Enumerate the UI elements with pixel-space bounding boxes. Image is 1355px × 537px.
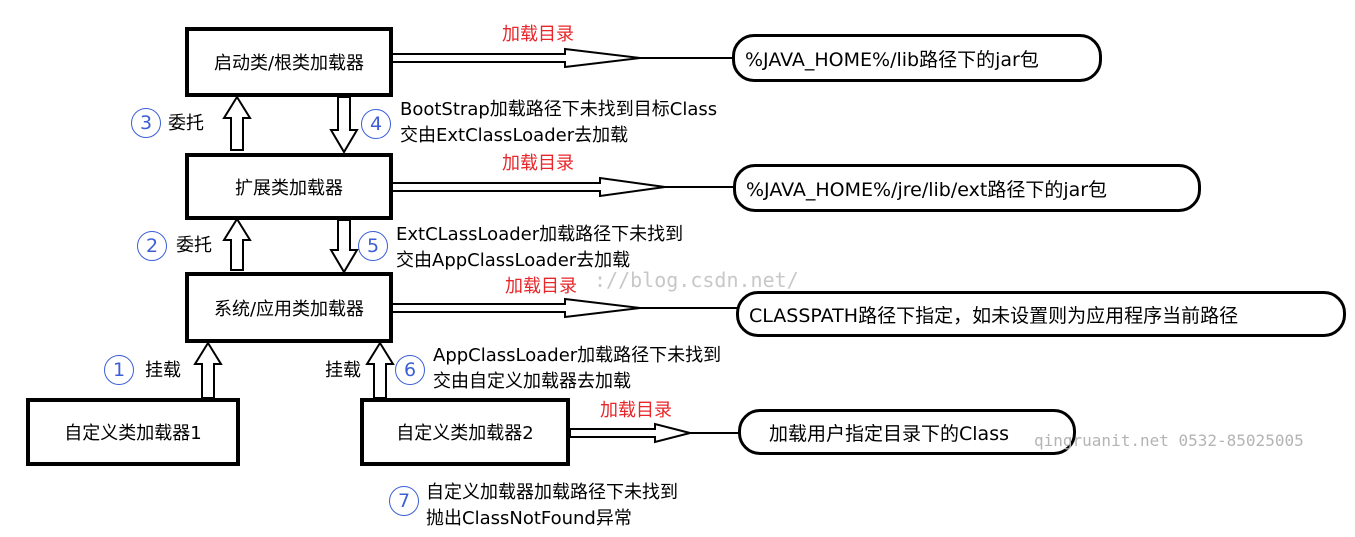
step-1-text: 挂载 (145, 360, 181, 381)
arrow-right-bootstrap (389, 47, 641, 69)
load-dir-label-app: 加载目录 (505, 276, 577, 297)
step-2-text: 委托 (176, 235, 212, 256)
ext-loader-label: 扩展类加载器 (235, 177, 343, 199)
step-7-line1: 自定义加载器加载路径下未找到 (426, 482, 678, 503)
arrow-up-1 (193, 341, 223, 399)
custom2-dir-text: 加载用户指定目录下的Class (769, 422, 1009, 445)
blog-watermark: ://blog.csdn.net/ (594, 268, 799, 292)
step-4-line2: 交由ExtClassLoader去加载 (400, 125, 629, 146)
bootstrap-loader-label: 启动类/根类加载器 (213, 53, 365, 74)
step-6-badge: 6 (395, 355, 425, 385)
custom-loader-1-label: 自定义类加载器1 (64, 423, 202, 444)
step-6-line1: AppClassLoader加载路径下未找到 (433, 345, 722, 366)
app-loader-label: 系统/应用类加载器 (213, 298, 365, 320)
ext-dir-oval: %JAVA_HOME%/jre/lib/ext路径下的jar包 (733, 164, 1201, 212)
bootstrap-dir-text: %JAVA_HOME%/lib路径下的jar包 (745, 48, 1039, 71)
arrow-up-2 (222, 217, 252, 271)
arrow-right-app (389, 297, 641, 319)
step-6-line2: 交由自定义加载器去加载 (433, 371, 631, 392)
mount-label-custom2: 挂载 (325, 360, 361, 381)
ext-dir-text: %JAVA_HOME%/jre/lib/ext路径下的jar包 (746, 178, 1108, 201)
arrow-up-mount2 (365, 341, 395, 399)
app-loader-box: 系统/应用类加载器 (185, 272, 393, 343)
step-3-text: 委托 (168, 113, 204, 134)
ext-loader-box: 扩展类加载器 (185, 153, 393, 220)
custom-loader-2-box: 自定义类加载器2 (360, 398, 570, 466)
step-7-badge: 7 (389, 486, 419, 516)
arrow-down-4 (329, 96, 359, 154)
arrow-down-5 (329, 219, 359, 274)
custom-loader-2-label: 自定义类加载器2 (396, 423, 534, 444)
step-4-line1: BootStrap加载路径下未找到目标Class (400, 99, 718, 120)
step-4-badge: 4 (361, 109, 391, 139)
load-dir-label-ext: 加载目录 (502, 153, 574, 174)
step-1-badge: 1 (104, 355, 134, 385)
step-5-line2: 交由AppClassLoader去加载 (396, 250, 631, 271)
step-2-badge: 2 (137, 231, 167, 261)
custom2-dir-oval: 加载用户指定目录下的Class (738, 409, 1076, 455)
arrow-up-3 (222, 95, 252, 151)
arrow-right-ext (389, 176, 666, 198)
bootstrap-loader-box: 启动类/根类加载器 (185, 27, 393, 97)
step-7-line2: 抛出ClassNotFound异常 (426, 508, 632, 529)
load-dir-label-custom2: 加载目录 (600, 400, 672, 421)
bootstrap-dir-oval: %JAVA_HOME%/lib路径下的jar包 (732, 34, 1102, 82)
app-dir-oval: CLASSPATH路径下指定，如未设置则为应用程序当前路径 (736, 291, 1346, 337)
contact-watermark: qingruanit.net 0532-85025005 (1034, 431, 1304, 450)
step-5-line1: ExtCLassLoader加载路径下未找到 (396, 224, 684, 245)
load-dir-label-bootstrap: 加载目录 (502, 24, 574, 45)
arrow-right-custom2 (569, 422, 691, 444)
custom-loader-1-box: 自定义类加载器1 (26, 398, 240, 466)
app-dir-text: CLASSPATH路径下指定，如未设置则为应用程序当前路径 (749, 304, 1239, 327)
step-5-badge: 5 (358, 231, 388, 261)
step-3-badge: 3 (131, 108, 161, 138)
